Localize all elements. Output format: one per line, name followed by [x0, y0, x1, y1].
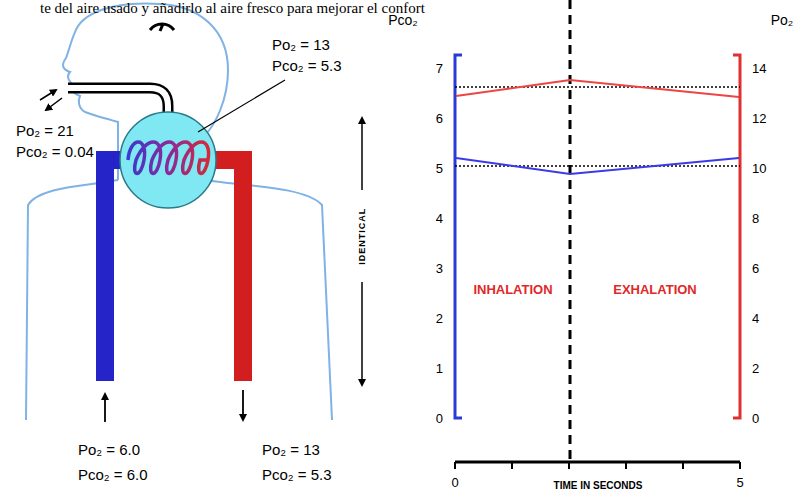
- phase-label: INHALATION: [473, 283, 552, 298]
- time-axis-label: 0: [451, 476, 458, 491]
- gas-value: Po₂ = 21: [16, 122, 74, 139]
- po2-axis: [733, 55, 740, 418]
- po2-tick: 2: [752, 362, 759, 377]
- po2-trace: [456, 80, 739, 97]
- pco2-tick: 7: [436, 62, 443, 77]
- breath-arrow: [40, 90, 56, 100]
- pco2-tick: 3: [436, 262, 443, 277]
- gas-value: Po₂ = 6.0: [78, 441, 140, 458]
- identical-label: IDENTICAL: [357, 208, 367, 265]
- airway-inner: [66, 88, 168, 118]
- leader-line: [198, 80, 285, 132]
- po2-tick: 14: [752, 62, 766, 77]
- gas-value: Pco₂ = 5.3: [262, 466, 332, 483]
- gas-value: Pco₂ = 0.04: [16, 143, 94, 160]
- po2-tick: 8: [752, 212, 759, 227]
- time-axis-label: 5: [736, 476, 743, 491]
- phase-label: EXHALATION: [613, 283, 697, 298]
- po2-tick: 4: [752, 312, 759, 327]
- pco2-reference: [455, 165, 740, 167]
- gas-value: Po₂ = 13: [262, 441, 320, 458]
- cropped-text: te del aire usado y añadirlo al aire fre…: [40, 0, 425, 17]
- torso-outline: [26, 180, 332, 420]
- capillary-coil: [128, 142, 209, 174]
- time-ticks: [455, 462, 740, 469]
- gas-value: Po₂ = 13: [272, 36, 330, 53]
- identical-arrow: [361, 282, 363, 385]
- gas-value: Pco₂ = 5.3: [272, 57, 342, 74]
- time-axis-label: TIME IN SECONDS: [554, 480, 643, 492]
- axis-title: Pco₂: [388, 12, 418, 28]
- time-divider: [569, 0, 572, 460]
- flow-arrow: [242, 390, 244, 420]
- pco2-tick: 0: [436, 412, 443, 427]
- alveolus-sphere: [120, 112, 216, 208]
- axis-title: Po₂: [771, 12, 794, 28]
- pco2-tick: 6: [436, 112, 443, 127]
- eye: [150, 24, 174, 31]
- pco2-axis: [455, 55, 462, 418]
- capillary-coil: [128, 142, 209, 174]
- identical-arrow: [361, 118, 363, 190]
- po2-reference: [455, 86, 740, 88]
- pco2-tick: 2: [436, 312, 443, 327]
- po2-tick: 6: [752, 262, 759, 277]
- po2-tick: 10: [752, 162, 766, 177]
- pco2-trace: [456, 158, 739, 174]
- pco2-tick: 1: [436, 362, 443, 377]
- arterial-vessel: [234, 151, 252, 381]
- flow-arrow: [104, 394, 106, 422]
- airway: [68, 88, 168, 116]
- venous-vessel: [96, 151, 114, 381]
- po2-tick: 0: [752, 412, 759, 427]
- pco2-tick: 4: [436, 212, 443, 227]
- pco2-tick: 5: [436, 162, 443, 177]
- time-axis: [455, 461, 740, 464]
- gas-value: Pco₂ = 6.0: [78, 466, 148, 483]
- po2-tick: 12: [752, 112, 766, 127]
- breath-arrow: [46, 98, 62, 110]
